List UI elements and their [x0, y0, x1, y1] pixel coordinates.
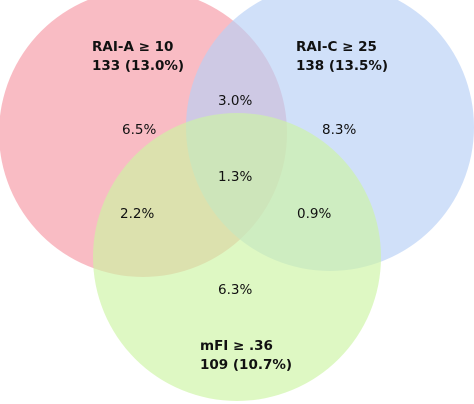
set-m-count: 109 (10.7%): [200, 357, 292, 373]
region-a-m: 2.2%: [120, 206, 154, 222]
set-c-title: RAI-C ≥ 25: [296, 39, 377, 55]
set-a-count: 133 (13.0%): [92, 58, 184, 74]
set-a-title: RAI-A ≥ 10: [92, 39, 173, 55]
set-c-count: 138 (13.5%): [296, 58, 388, 74]
region-m-only: 6.3%: [218, 282, 252, 298]
set-circle-mfi: [93, 113, 381, 401]
region-a-only: 6.5%: [122, 122, 156, 138]
region-a-c: 3.0%: [218, 93, 252, 109]
set-m-title: mFI ≥ .36: [200, 338, 273, 354]
region-a-c-m: 1.3%: [218, 169, 252, 185]
region-c-m: 0.9%: [297, 206, 331, 222]
region-c-only: 8.3%: [322, 122, 356, 138]
